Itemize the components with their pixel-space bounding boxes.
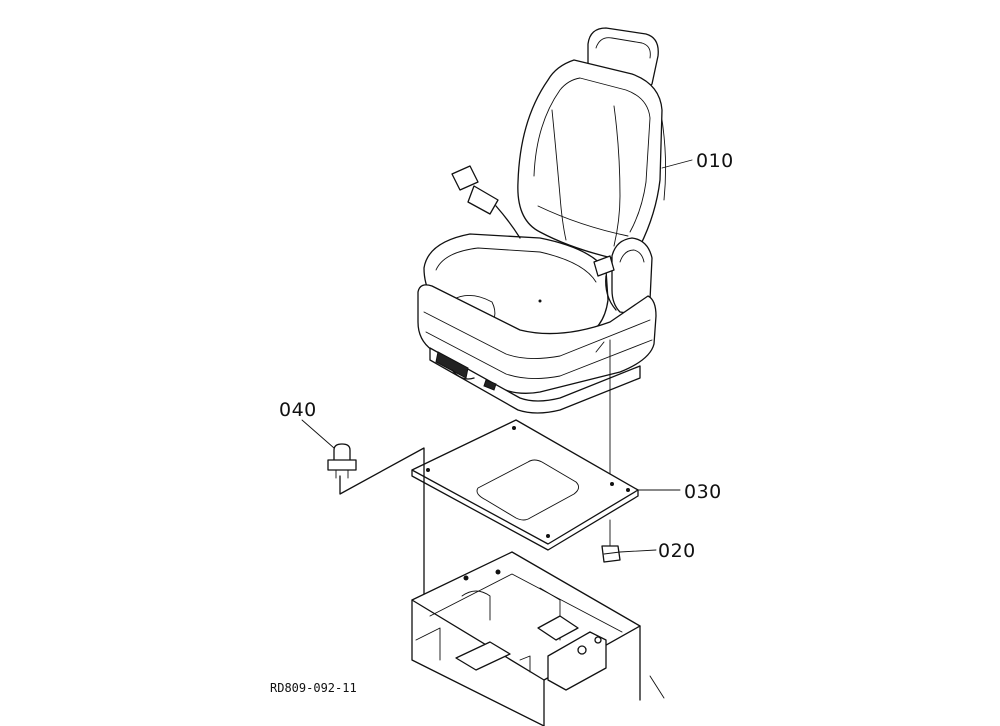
- drawing-number: RD809-092-11: [270, 681, 357, 695]
- callout-leaders: [301, 159, 693, 553]
- nut-drawing: [601, 519, 621, 563]
- seat-frame-drawing: [411, 551, 665, 726]
- callout-020: 020: [658, 540, 696, 562]
- suspension-base: [417, 284, 657, 414]
- seat-plate-drawing: [411, 419, 639, 551]
- callout-030: 030: [684, 481, 722, 503]
- callout-040: 040: [279, 399, 317, 421]
- backrest: [517, 59, 667, 259]
- bolt-drawing: [327, 443, 425, 597]
- seat-assembly-drawing: [417, 27, 667, 483]
- seat-belt: [451, 165, 617, 311]
- callout-010: 010: [696, 150, 734, 172]
